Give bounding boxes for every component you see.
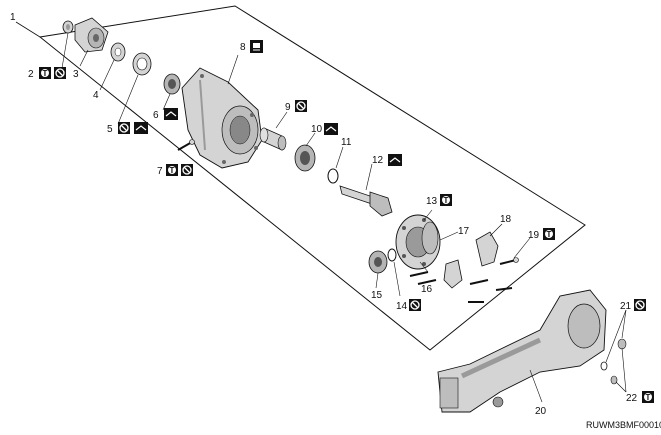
callout-16: 16 — [421, 284, 433, 295]
callout-4: 4 — [93, 90, 99, 101]
part-7-bolt — [177, 139, 195, 151]
callout-19: 19 — [528, 230, 540, 241]
callout-11: 11 — [341, 137, 352, 148]
part-19-bolt — [499, 257, 519, 265]
part-6-bearing — [163, 73, 181, 95]
part-10-bearing — [294, 144, 316, 172]
callout-10: 10 — [311, 124, 323, 135]
part-12-drive-pinion — [339, 185, 393, 217]
part-3-flange — [74, 17, 109, 53]
assembly-boundary — [38, 5, 586, 351]
callout-2: 2 — [28, 69, 34, 80]
svg-text:T: T — [43, 69, 48, 78]
cap-bolts — [409, 271, 513, 303]
callout-1: 1 — [10, 12, 16, 23]
svg-text:T: T — [444, 196, 449, 205]
callout-13: 13 — [426, 196, 438, 207]
callout-18: 18 — [500, 214, 512, 225]
part-2-cap — [62, 20, 74, 34]
callout-12: 12 — [372, 155, 384, 166]
svg-text:T: T — [170, 166, 175, 175]
callout-22: 22 — [626, 393, 638, 404]
grease-icon — [134, 122, 148, 134]
torque-symbol-icon: T — [543, 228, 555, 240]
lower-bearing-cap — [443, 259, 463, 289]
torque-symbol-icon: T — [166, 164, 178, 176]
callout-8: 8 — [240, 42, 246, 53]
part-8-carrier-housing — [181, 67, 263, 169]
part-11-shim — [327, 168, 339, 184]
part-16-differential-case — [395, 214, 441, 270]
no-reuse-icon — [634, 299, 646, 311]
part-18-bearing-cap — [475, 231, 499, 267]
part-20-axle-housing — [437, 289, 607, 413]
leader-line-1 — [15, 21, 41, 38]
callout-20: 20 — [535, 406, 547, 417]
grease-icon — [324, 123, 338, 135]
callout-5: 5 — [107, 124, 113, 135]
part-4-washer — [110, 42, 126, 62]
svg-text:T: T — [547, 230, 552, 239]
callout-3: 3 — [73, 69, 79, 80]
no-reuse-icon — [295, 100, 307, 112]
no-reuse-icon — [181, 164, 193, 176]
grease-icon — [388, 154, 402, 166]
torque-symbol-icon: T — [39, 67, 51, 79]
callout-6: 6 — [153, 110, 159, 121]
callout-17: 17 — [458, 226, 470, 237]
part-5-oil-seal — [132, 52, 152, 76]
part-9-spacer — [259, 127, 287, 151]
callout-15: 15 — [371, 290, 383, 301]
callout-21: 21 — [620, 301, 632, 312]
torque-symbol-icon: T — [440, 194, 452, 206]
callout-7: 7 — [157, 166, 163, 177]
service-manual-icon — [250, 40, 263, 53]
grease-icon — [164, 108, 178, 120]
no-reuse-icon — [54, 67, 66, 79]
no-reuse-icon — [409, 299, 421, 311]
part-21-22-plugs — [600, 338, 627, 385]
no-reuse-icon — [118, 122, 130, 134]
callout-9: 9 — [285, 102, 291, 113]
callout-14: 14 — [396, 301, 408, 312]
part-15-bearing — [368, 250, 388, 274]
part-14-shim — [387, 248, 397, 262]
reference-code: RUWM3BMF000101 — [586, 420, 661, 430]
torque-symbol-icon: T — [642, 391, 654, 403]
svg-text:T: T — [646, 393, 651, 402]
